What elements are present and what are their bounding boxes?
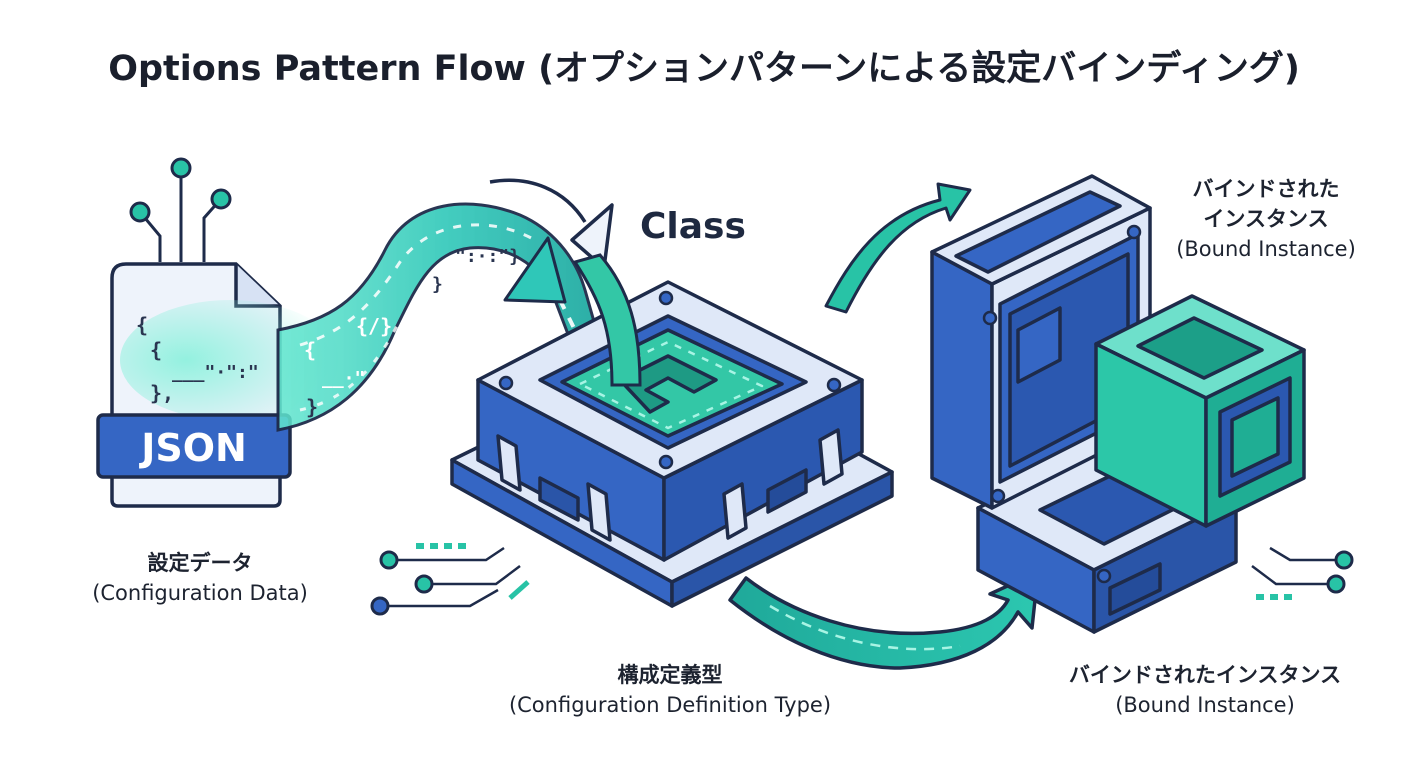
stream-code: {	[304, 338, 316, 362]
circuit-node	[370, 596, 390, 616]
diagram-title: Options Pattern Flow (オプションパターンによる設定バインデ…	[108, 49, 1300, 89]
bolt	[658, 454, 674, 470]
json-code-line: {	[150, 338, 162, 362]
class-mold	[450, 280, 894, 608]
mold-port	[538, 476, 580, 522]
circuit-node	[1334, 550, 1354, 570]
label-definition-type: 構成定義型 (Configuration Definition Type)	[470, 660, 870, 720]
instance-frame-slot	[954, 190, 1122, 274]
flow-arrow-body	[824, 182, 972, 314]
label-bound-instance-bottom: バインドされたインスタンス (Bound Instance)	[1030, 660, 1380, 720]
label-bound-instance-top-ja1: バインドされた	[1192, 177, 1340, 201]
label-bound-instance-top-ja2: インスタンス	[1203, 207, 1329, 231]
instance-frame-panel	[1016, 306, 1062, 384]
circuit-node	[1326, 574, 1346, 594]
circuit-left	[370, 543, 530, 616]
stream-ribbon-dash	[299, 223, 536, 347]
pour-stream	[572, 253, 642, 387]
bolt	[990, 488, 1006, 504]
stream-arrow-head	[503, 236, 567, 304]
json-file: { { ___"·":" }, JSON	[96, 157, 340, 508]
label-definition-type-en: (Configuration Definition Type)	[508, 693, 832, 717]
instance-base-port	[1108, 562, 1162, 616]
mold-port	[766, 468, 808, 514]
json-code-line: {	[136, 313, 148, 337]
bolt	[982, 310, 998, 326]
cube-top-hole	[1136, 316, 1264, 380]
label-bound-instance-top: バインドされた インスタンス (Bound Instance)	[1146, 174, 1386, 264]
bolt	[498, 375, 514, 391]
data-stream: ":·:"} } {/} { __·" }	[276, 178, 614, 432]
mold-clamp	[496, 434, 522, 492]
curved-arrow	[489, 178, 587, 223]
stream-code: }	[432, 274, 443, 295]
label-bound-instance-top-en: (Bound Instance)	[1176, 237, 1356, 261]
antenna-node	[129, 201, 151, 223]
mold-clamp	[722, 482, 748, 540]
antenna-node	[170, 157, 192, 179]
class-label: Class	[640, 206, 746, 247]
json-code-line: ___"·":"	[172, 362, 259, 383]
circuit-right	[1251, 546, 1354, 600]
bound-instance	[930, 174, 1306, 634]
mold-clamp	[586, 482, 612, 542]
instance-frame-left	[930, 250, 994, 510]
cube-right-inner	[1230, 396, 1280, 478]
bolt	[1096, 568, 1112, 584]
label-config-data-ja: 設定データ	[147, 551, 253, 575]
json-code-line: },	[150, 381, 174, 405]
label-config-data: 設定データ (Configuration Data)	[60, 548, 340, 608]
stream-code: ":·:"}	[455, 246, 520, 267]
stream-code: __·"	[322, 368, 365, 389]
circuit-node	[379, 550, 399, 570]
bolt	[826, 377, 842, 393]
flow-arrow-top	[824, 182, 972, 314]
stream-code: {/}	[356, 314, 392, 338]
flow-arrow-bottom	[728, 570, 1040, 670]
flow-arrow-dash	[769, 604, 961, 651]
antenna-node	[210, 188, 232, 210]
json-badge	[96, 413, 292, 479]
label-definition-type-ja: 構成定義型	[617, 663, 723, 687]
label-config-data-en: (Configuration Data)	[92, 581, 308, 605]
flow-arrow-body	[728, 570, 1040, 670]
curved-arrow-head	[570, 203, 614, 270]
mold-clamp	[818, 428, 844, 486]
json-antenna	[138, 172, 222, 262]
circuit-node	[414, 574, 434, 594]
json-badge-label: JSON	[138, 426, 247, 470]
label-bound-instance-bottom-ja: バインドされたインスタンス	[1068, 663, 1342, 687]
bolt	[1126, 224, 1142, 240]
mold-base-right	[670, 470, 894, 608]
mold-cavity-glyph	[618, 354, 718, 414]
stream-code: }	[306, 395, 318, 419]
bolt	[658, 290, 674, 306]
label-bound-instance-bottom-en: (Bound Instance)	[1115, 693, 1295, 717]
